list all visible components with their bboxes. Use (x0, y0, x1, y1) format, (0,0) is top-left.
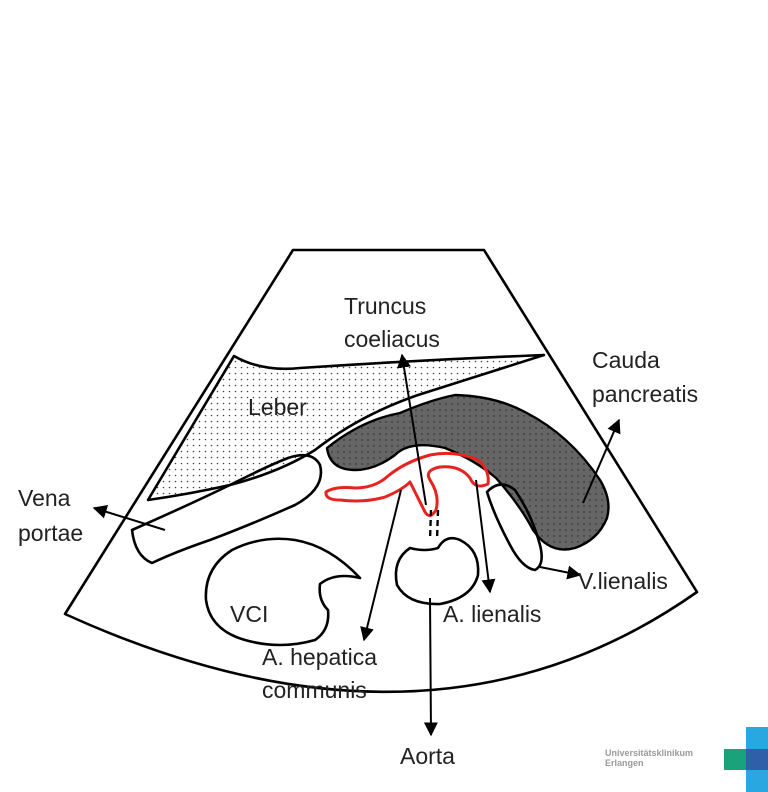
v-lienalis-shape (485, 483, 543, 572)
logo-cross-center (746, 749, 768, 770)
label-vena-portae-line1: Vena (18, 485, 71, 511)
label-truncus-line2: coeliacus (344, 326, 440, 352)
truncus-connection-2 (435, 509, 440, 541)
logo-cross-bottom (746, 770, 768, 792)
label-cauda-line1: Cauda (592, 347, 660, 373)
logo-cross-top (746, 727, 768, 749)
vena-portae-shape (130, 453, 323, 565)
label-a-hepatica-line1: A. hepatica (262, 644, 377, 670)
arrow-v-lienalis (539, 565, 582, 580)
label-a-hepatica-line2: communis (262, 677, 367, 703)
logo-text-line2: Erlangen (605, 758, 644, 768)
truncus-connection (428, 509, 433, 541)
label-vena-portae-line2: portae (18, 520, 83, 546)
logo-text-line1: Universitätsklinikum (605, 748, 693, 758)
arrow-vena-portae (92, 505, 166, 531)
ultrasound-sector (63, 248, 699, 694)
arrow-a-hepatica (360, 489, 402, 642)
arrow-aorta (423, 597, 438, 737)
label-a-lienalis: A. lienalis (443, 601, 541, 627)
arrow-truncus (397, 353, 427, 506)
logo: Universitätsklinikum Erlangen (605, 727, 768, 792)
label-cauda-line2: pancreatis (592, 381, 698, 407)
label-truncus-line1: Truncus (344, 293, 426, 319)
label-aorta: Aorta (400, 743, 455, 769)
label-leber: Leber (248, 394, 307, 420)
label-v-lienalis: V.lienalis (578, 568, 668, 594)
logo-cross-left (724, 749, 746, 770)
vci-shape (204, 537, 362, 647)
pancreas-region (325, 393, 610, 551)
artery-course (324, 451, 490, 517)
arrow-a-lienalis (475, 479, 496, 594)
label-vci: VCI (230, 601, 268, 627)
aorta-shape (394, 536, 480, 606)
arrow-cauda (582, 418, 621, 504)
